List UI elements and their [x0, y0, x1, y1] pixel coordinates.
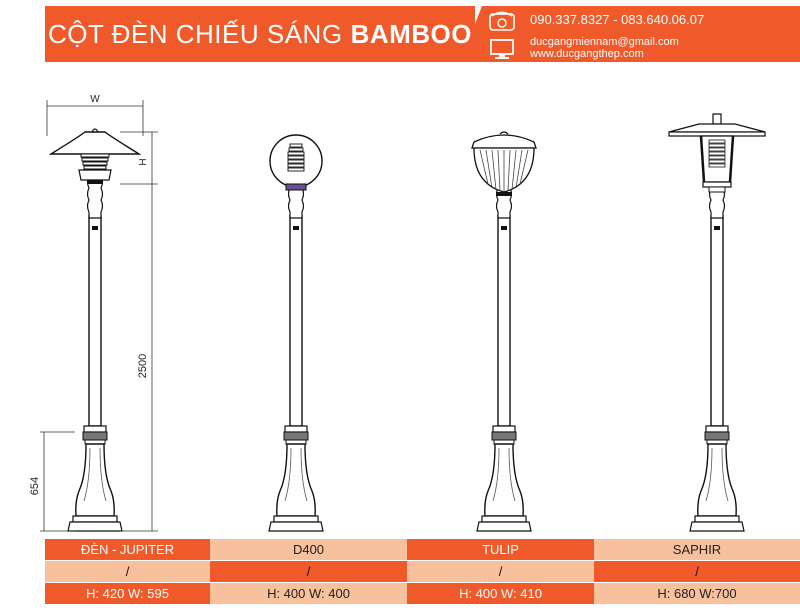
phone-icon — [489, 11, 515, 31]
dimension-lines — [40, 100, 158, 532]
lamp-saphir — [668, 113, 766, 532]
dimension-cell: H: 680 W:700 — [594, 583, 800, 605]
table-row-separator: / / / / — [45, 561, 800, 583]
title-block: CỘT ĐÈN CHIẾU SÁNG BAMBOO — [45, 6, 475, 62]
email-row: ducgangmiennam@gmail.com www.ducgangthep… — [490, 36, 679, 60]
dim-base-height: 654 — [29, 477, 41, 495]
separator-cell: / — [407, 561, 594, 583]
website-link[interactable]: www.ducgangthep.com — [530, 48, 644, 60]
header-banner: CỘT ĐÈN CHIẾU SÁNG BAMBOO 090.337.8327 -… — [0, 0, 800, 76]
phone-row: 090.337.8327 - 083.640.06.07 — [489, 11, 705, 31]
table-row-names: ĐÈN - JUPITER D400 TULIP SAPHIR — [45, 539, 800, 561]
dimension-cell: H: 400 W: 410 — [407, 583, 594, 605]
contact-block: 090.337.8327 - 083.640.06.07 ducgangmien… — [460, 6, 800, 62]
separator-cell: / — [210, 561, 407, 583]
lamp-post-drawing: W H 2500 654 — [29, 94, 766, 532]
dim-w-label: W — [90, 94, 100, 105]
dim-pole-height: 2500 — [137, 354, 149, 378]
separator-cell: / — [594, 561, 800, 583]
product-name-cell: D400 — [210, 539, 407, 561]
table-row-dimensions: H: 420 W: 595 H: 400 W: 400 H: 400 W: 41… — [45, 583, 800, 605]
product-name-cell: ĐÈN - JUPITER — [45, 539, 210, 561]
title-prefix: CỘT ĐÈN CHIẾU SÁNG — [48, 18, 343, 49]
phone-numbers[interactable]: 090.337.8327 - 083.640.06.07 — [530, 12, 705, 27]
monitor-icon — [490, 39, 514, 59]
page-title: CỘT ĐÈN CHIẾU SÁNG BAMBOO — [45, 6, 475, 62]
separator-cell: / — [45, 561, 210, 583]
lamp-tulip — [471, 131, 537, 532]
title-brand: BAMBOO — [350, 18, 472, 49]
spec-table: ĐÈN - JUPITER D400 TULIP SAPHIR / / / / … — [45, 539, 800, 605]
email-link[interactable]: ducgangmiennam@gmail.com — [530, 36, 679, 48]
product-name-cell: SAPHIR — [594, 539, 800, 561]
dim-h-label: H — [138, 158, 149, 165]
lamp-jupiter — [48, 128, 142, 532]
lamp-d400 — [268, 134, 324, 532]
dimension-cell: H: 420 W: 595 — [45, 583, 210, 605]
dimension-cell: H: 400 W: 400 — [210, 583, 407, 605]
product-name-cell: TULIP — [407, 539, 594, 561]
